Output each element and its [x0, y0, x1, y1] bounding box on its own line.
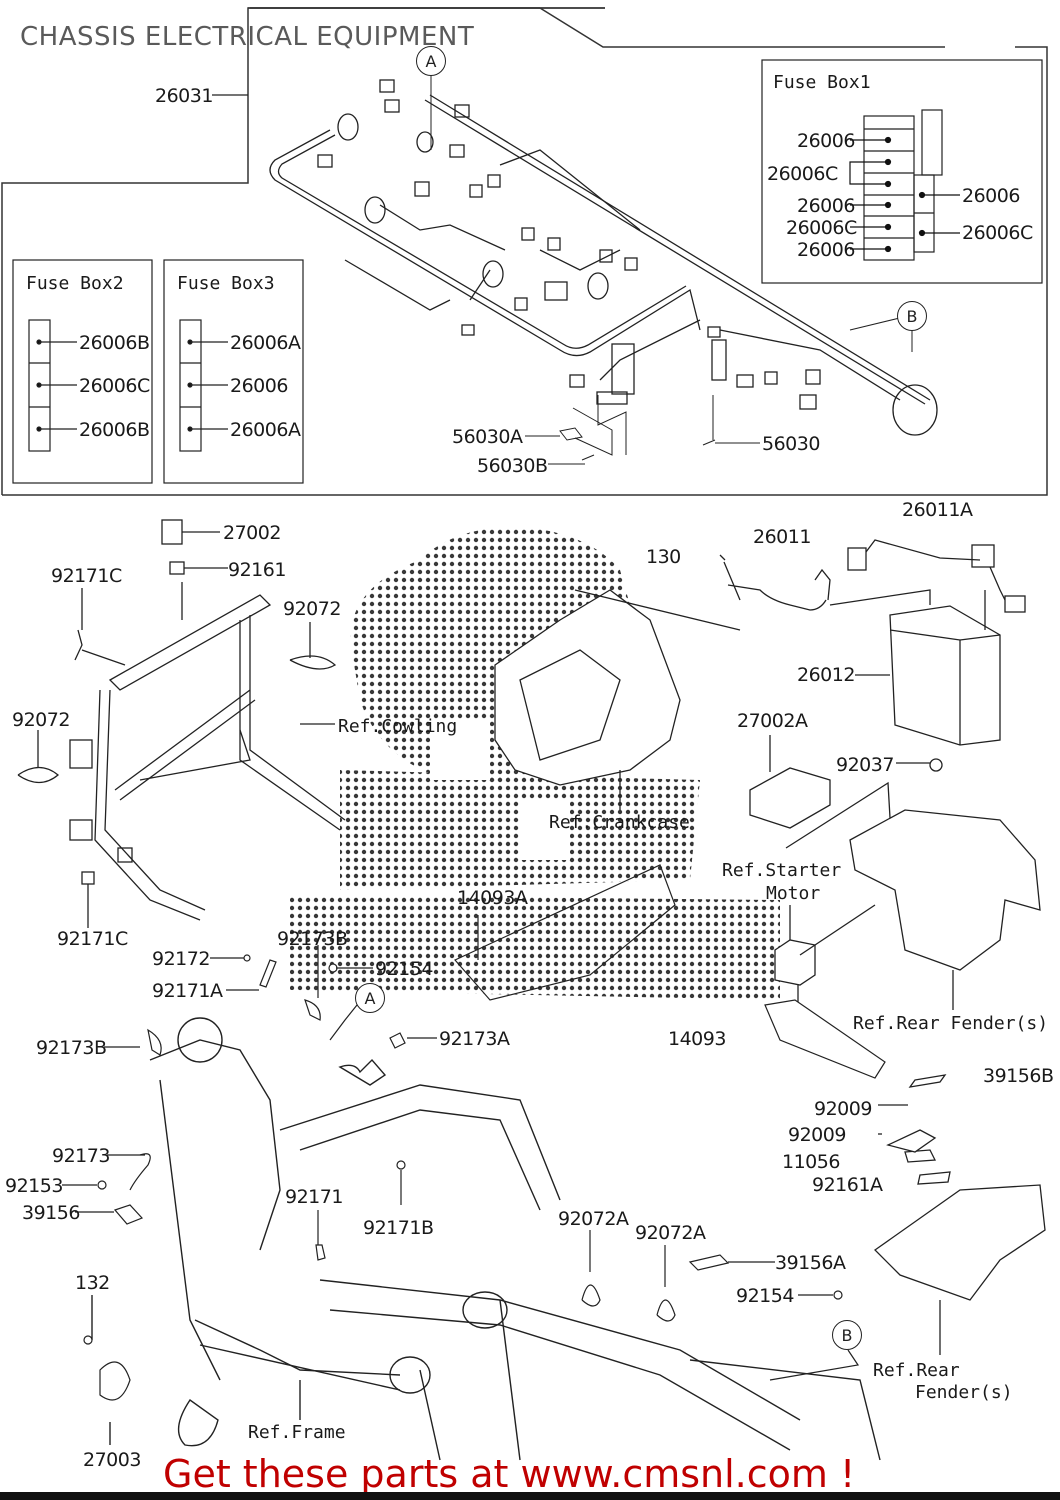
fasteners-drawing: [62, 945, 860, 1401]
wiring-harness-26031: [212, 79, 938, 436]
part-label-130[interactable]: 130: [646, 546, 681, 568]
part-label-92072A-a[interactable]: 92072A: [558, 1208, 629, 1230]
front-frame-drawing: [17, 519, 346, 928]
part-label-92009-a[interactable]: 92009: [814, 1098, 872, 1120]
fuse-box-1-label[interactable]: 26006C: [767, 163, 838, 185]
part-label-27003[interactable]: 27003: [83, 1449, 141, 1471]
ref-label-rear-fender: Ref.Rear Fender(s): [853, 1013, 1049, 1034]
part-label-39156[interactable]: 39156: [22, 1202, 80, 1224]
part-label-92173B-top[interactable]: 92173B: [277, 928, 348, 950]
fuse-box-3-label[interactable]: 26006: [230, 375, 288, 397]
fuse-box-1-label[interactable]: 26006: [797, 195, 855, 217]
part-label-92009-b[interactable]: 92009: [788, 1124, 846, 1146]
fuse-box-3-title: Fuse Box3: [177, 273, 275, 294]
fuse-box-1-label[interactable]: 26006C: [786, 217, 857, 239]
fuse-box-3-drawing: [163, 259, 304, 484]
part-label-92171B[interactable]: 92171B: [363, 1217, 434, 1239]
part-label-92173[interactable]: 92173: [52, 1145, 110, 1167]
ref-label-starter-motor-line1: Ref.Starter: [722, 860, 842, 881]
ref-label-rear-fender-b-line2: Fender(s): [915, 1382, 1013, 1403]
page-title: CHASSIS ELECTRICAL EQUIPMENT: [20, 22, 475, 52]
part-label-11056[interactable]: 11056: [782, 1151, 840, 1173]
crankcase-drawing: [494, 589, 741, 810]
callout-a-top: A: [416, 46, 446, 76]
part-label-56030A[interactable]: 56030A: [452, 426, 523, 448]
fuse-box-1-label[interactable]: 26006: [797, 130, 855, 152]
part-label-92171A[interactable]: 92171A: [152, 980, 223, 1002]
part-label-92037[interactable]: 92037: [836, 754, 894, 776]
ref-label-starter-motor-line2: Motor: [766, 883, 821, 904]
callout-b-bottom: B: [832, 1320, 862, 1350]
part-label-92171C-top[interactable]: 92171C: [51, 565, 122, 587]
fuse-box-2-label[interactable]: 26006B: [79, 419, 150, 441]
part-label-26012[interactable]: 26012: [797, 664, 855, 686]
part-label-92171[interactable]: 92171: [285, 1186, 343, 1208]
fuse-box-2-drawing: [12, 259, 153, 484]
fuse-box-2-label[interactable]: 26006B: [79, 332, 150, 354]
part-label-56030[interactable]: 56030: [762, 433, 820, 455]
part-label-132[interactable]: 132: [75, 1272, 110, 1294]
part-label-26011[interactable]: 26011: [753, 526, 811, 548]
battery-drawing: [719, 539, 1026, 746]
part-label-92154-bottom[interactable]: 92154: [736, 1285, 794, 1307]
part-label-26031[interactable]: 26031: [155, 85, 213, 107]
part-label-92161[interactable]: 92161: [228, 559, 286, 581]
fuse-box-1-title: Fuse Box1: [773, 72, 871, 93]
fuse-box-3-label[interactable]: 26006A: [230, 332, 301, 354]
part-label-27002[interactable]: 27002: [223, 522, 281, 544]
part-label-39156B[interactable]: 39156B: [983, 1065, 1054, 1087]
fuse-box-1-drawing: [761, 59, 1043, 284]
rear-fender-drawing: [873, 1074, 1046, 1355]
part-label-92171C-bottom[interactable]: 92171C: [57, 928, 128, 950]
main-frame-drawing: [91, 1017, 881, 1461]
promo-banner-link[interactable]: Get these parts at www.cmsnl.com !: [163, 1452, 856, 1496]
part-label-56030B[interactable]: 56030B: [477, 455, 548, 477]
bottom-bar: [0, 1492, 1060, 1500]
ref-label-rear-fender-b-line1: Ref.Rear: [873, 1360, 960, 1381]
fuse-box-1-label[interactable]: 26006C: [962, 222, 1033, 244]
ref-label-cowling: Ref.Cowling: [338, 716, 458, 737]
harness-section-border: [1, 7, 1048, 496]
fuse-box-2-title: Fuse Box2: [26, 273, 124, 294]
battery-tray-drawing: [849, 758, 1041, 1010]
fuse-box-1-label[interactable]: 26006: [962, 185, 1020, 207]
ref-label-crankcase: Ref.Crankcase: [549, 812, 690, 833]
heat-shield-drawing: [454, 864, 886, 1079]
fuse-box-1-dots: [849, 136, 960, 253]
ref-label-frame: Ref.Frame: [248, 1422, 346, 1443]
part-label-14093[interactable]: 14093: [668, 1028, 726, 1050]
fuse-box-3-label[interactable]: 26006A: [230, 419, 301, 441]
part-label-27002A[interactable]: 27002A: [737, 710, 808, 732]
fuse-box-2-label[interactable]: 26006C: [79, 375, 150, 397]
part-label-26011A[interactable]: 26011A: [902, 499, 973, 521]
watermark-logo: [290, 527, 780, 1000]
fuse-box-1-label[interactable]: 26006: [797, 239, 855, 261]
part-label-92154-top[interactable]: 92154: [375, 958, 433, 980]
part-label-92173B-left[interactable]: 92173B: [36, 1037, 107, 1059]
part-label-39156A[interactable]: 39156A: [775, 1252, 846, 1274]
callout-a-bottom: A: [355, 983, 385, 1013]
part-label-92072-left[interactable]: 92072: [12, 709, 70, 731]
part-label-92161A[interactable]: 92161A: [812, 1174, 883, 1196]
part-label-92072A-b[interactable]: 92072A: [635, 1222, 706, 1244]
part-label-92172[interactable]: 92172: [152, 948, 210, 970]
part-label-92153[interactable]: 92153: [5, 1175, 63, 1197]
regulator-drawing: [749, 735, 894, 871]
callout-b-top: B: [897, 301, 927, 331]
part-label-92173A[interactable]: 92173A: [439, 1028, 510, 1050]
part-label-14093A[interactable]: 14093A: [457, 887, 528, 909]
starter-relay-drawing: [774, 904, 876, 1025]
part-label-92072-right[interactable]: 92072: [283, 598, 341, 620]
